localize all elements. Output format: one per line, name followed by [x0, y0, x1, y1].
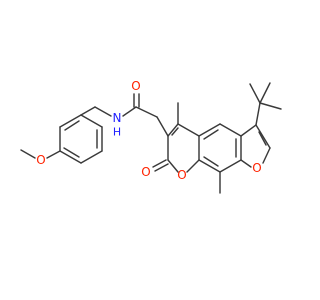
bond: [259, 102, 282, 110]
lactone-carbonyl-oxygen-label: O: [141, 165, 150, 179]
bond: [122, 106, 137, 117]
double-bond-inner: [258, 131, 267, 146]
bond: [167, 123, 179, 137]
tert-butyl-group: [249, 82, 282, 126]
bond: [198, 123, 221, 137]
bond: [154, 163, 169, 172]
atom-labels: N H O O O O O: [36, 79, 261, 182]
double-bond-inner: [203, 156, 219, 167]
bond: [255, 102, 261, 126]
molecule-structure-diagram: N H O O O O O: [20, 79, 282, 194]
bond: [219, 123, 242, 137]
bond: [94, 106, 112, 117]
double-bond-inner: [171, 127, 179, 136]
carbonyl-oxygen-label: O: [131, 79, 140, 93]
bond: [59, 114, 82, 128]
amide-linker: [80, 93, 169, 137]
double-bond-inner: [64, 120, 80, 131]
bond: [177, 123, 200, 137]
double-bond-inner: [63, 147, 80, 158]
bond: [135, 106, 158, 118]
bond: [80, 114, 103, 128]
bond: [240, 159, 252, 168]
bond: [152, 159, 167, 168]
furan-oxygen-label: O: [252, 161, 261, 175]
bond: [59, 150, 82, 164]
bond: [262, 147, 271, 164]
bond: [167, 159, 179, 173]
methoxy-oxygen-label: O: [36, 153, 45, 167]
amide-hydrogen-label: H: [113, 126, 121, 139]
bond: [156, 116, 169, 137]
bond: [198, 159, 221, 173]
molecule-drawing: N H O O O O O: [20, 79, 282, 194]
bond: [46, 150, 61, 159]
bond: [219, 159, 242, 173]
double-bond-inner: [203, 129, 219, 140]
bond: [249, 83, 261, 104]
bond: [20, 149, 36, 159]
amide-nitrogen-label: N: [113, 111, 122, 125]
bond: [240, 124, 257, 137]
furan-ring: [240, 124, 271, 168]
methoxyphenyl-ring: [59, 114, 103, 164]
methoxy-group: [20, 149, 61, 159]
pyranone-ring: [152, 102, 200, 173]
central-benzene-ring: [198, 123, 242, 194]
bond: [186, 159, 200, 173]
bond: [255, 124, 271, 149]
bond: [259, 82, 271, 104]
bond: [80, 150, 103, 164]
bond: [80, 106, 96, 116]
lactone-ring-oxygen-label: O: [177, 168, 186, 182]
